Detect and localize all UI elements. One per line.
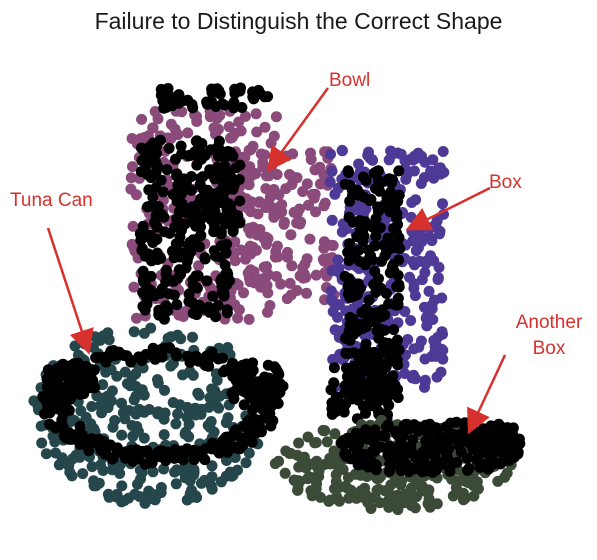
another-box-label: Another Box xyxy=(504,310,594,362)
box-point-cloud xyxy=(324,144,450,425)
another-box-label-line1: Another xyxy=(515,312,583,333)
bowl-label: Bowl xyxy=(329,70,371,91)
annotation-arrows xyxy=(46,87,507,435)
bowl-arrow xyxy=(267,87,330,173)
tuna-can-label: Tuna Can xyxy=(10,190,93,211)
figure-title: Failure to Distinguish the Correct Shape xyxy=(94,8,503,34)
another-box-arrow xyxy=(467,354,507,435)
another-box-point-cloud xyxy=(269,414,526,516)
tuna-can-point-cloud xyxy=(28,322,289,509)
box-label: Box xyxy=(489,172,522,193)
box-arrow xyxy=(405,186,491,231)
another-box-label-line2: Box xyxy=(532,338,566,359)
tuna-can-arrow xyxy=(46,227,94,355)
bowl-point-cloud xyxy=(125,82,340,325)
